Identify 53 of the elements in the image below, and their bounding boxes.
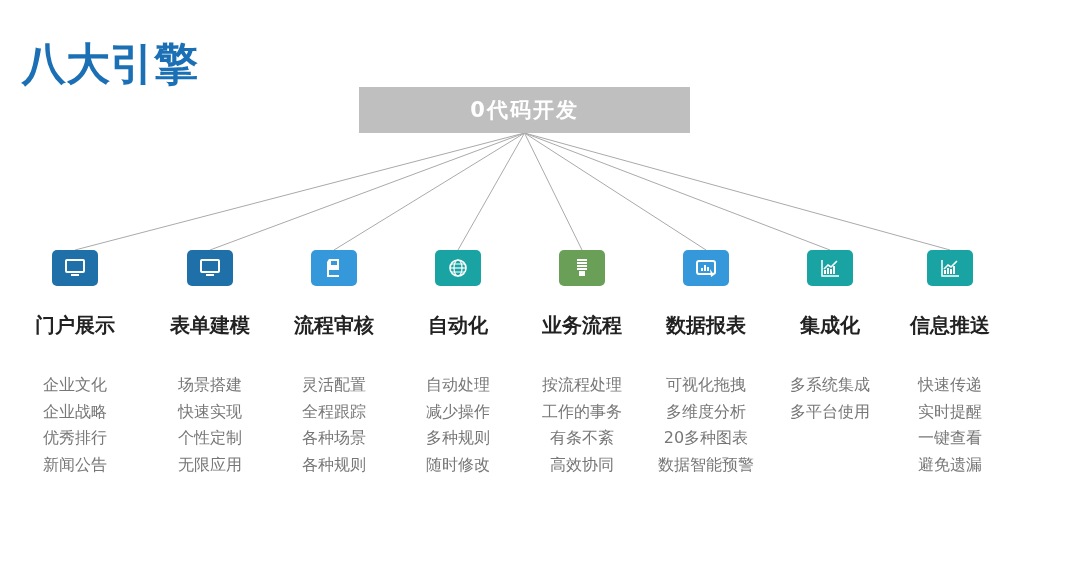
feature-item: 个性定制: [178, 428, 242, 448]
category-heading: 业务流程: [542, 312, 622, 339]
connector-line: [209, 132, 525, 251]
feature-item: 数据智能预警: [658, 454, 754, 475]
feature-item: 新闻公告: [43, 454, 107, 475]
feature-item: 避免遗漏: [918, 454, 982, 475]
connector-line: [333, 132, 525, 251]
category-heading: 表单建模: [170, 312, 250, 339]
feature-item: 企业战略: [43, 401, 107, 422]
category-heading: 信息推送: [910, 312, 990, 339]
icon-tile: [927, 250, 973, 286]
feature-item: 实时提醒: [918, 401, 982, 422]
feature-item: 可视化拖拽: [666, 375, 746, 395]
connector-line: [524, 132, 583, 251]
feature-item: 各种场景: [302, 428, 366, 448]
feature-item: 按流程处理: [542, 375, 622, 395]
feature-item: 灵活配置: [302, 375, 366, 395]
icon-tile: [683, 250, 729, 286]
feature-item: 各种规则: [302, 454, 366, 475]
category-heading: 自动化: [428, 312, 488, 339]
feature-item: 多种规则: [426, 428, 490, 448]
feature-item: 有条不紊: [550, 428, 614, 448]
feature-item: 优秀排行: [43, 428, 107, 448]
connector-line: [524, 132, 707, 251]
feature-item: 自动处理: [426, 375, 490, 395]
feature-item: 无限应用: [178, 454, 242, 475]
feature-item: 随时修改: [426, 454, 490, 475]
feature-item: 企业文化: [43, 375, 107, 395]
icon-tile: [187, 250, 233, 286]
feature-item: 20多种图表: [663, 428, 749, 448]
icon-tile: [311, 250, 357, 286]
feature-item: 工作的事务: [542, 401, 622, 422]
feature-item: 多系统集成: [790, 375, 870, 395]
feature-item: 快速实现: [178, 401, 242, 422]
feature-item: 场景搭建: [178, 375, 242, 395]
feature-item: 多平台使用: [790, 401, 870, 422]
header-box: 0代码开发: [359, 87, 690, 133]
category-heading: 数据报表: [666, 312, 746, 339]
icon-tile: [807, 250, 853, 286]
icon-tile: [52, 250, 98, 286]
icon-tile: [435, 250, 481, 286]
category-heading: 流程审核: [294, 312, 374, 339]
feature-item: 快速传递: [918, 375, 982, 395]
icon-tile: [559, 250, 605, 286]
connector-line: [457, 132, 525, 251]
feature-item: 全程跟踪: [302, 401, 366, 422]
feature-item: 减少操作: [426, 401, 490, 422]
category-heading: 集成化: [800, 312, 860, 339]
title: 八大引擎: [22, 37, 198, 91]
feature-item: 一键查看: [918, 428, 982, 448]
feature-item: 高效协同: [550, 454, 614, 475]
feature-item: 多维度分析: [666, 401, 746, 422]
category-heading: 门户展示: [35, 312, 115, 339]
